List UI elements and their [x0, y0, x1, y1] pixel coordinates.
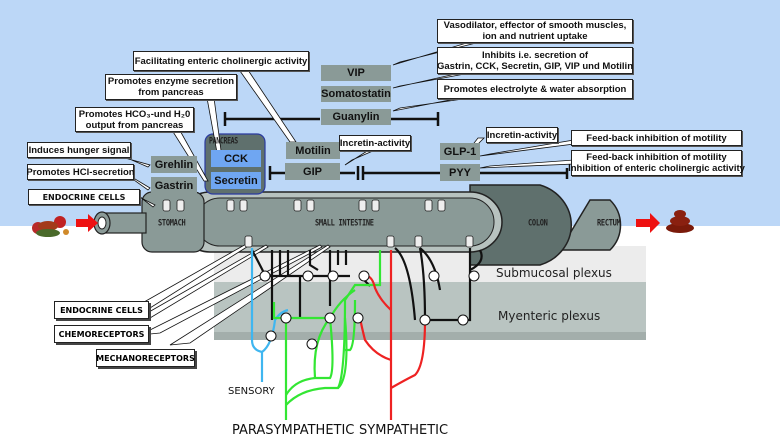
callout-cck-line2: from pancreas	[138, 87, 204, 98]
hormone-gastrin: Gastrin	[151, 177, 197, 194]
myenteric-layer-base	[214, 332, 646, 340]
callout-pyy-b-line1: Feed-back inhibition of motility	[586, 152, 727, 163]
callout-guanylin: Promotes electrolyte & water absorption	[437, 79, 633, 99]
callout-secretin-line2: output from pancreas	[85, 119, 184, 131]
callout-somatostatin: Inhibits i.e. secretion of Gastrin, CCK,…	[437, 47, 633, 74]
myenteric-plexus-label: Myenteric plexus	[498, 309, 601, 323]
food-icon	[32, 216, 69, 237]
submucosal-plexus-label: Submucosal plexus	[496, 266, 612, 280]
parasympathetic-label: PARASYMPATHETIC	[232, 423, 355, 438]
hormone-pyy: PYY	[440, 164, 480, 181]
esophagus-lumen	[97, 216, 107, 230]
callout-pyy-a: Feed-back inhibition of motility	[571, 130, 742, 146]
stomach-label: STOMACH	[158, 217, 186, 229]
callout-vip-line2: ion and nutrient uptake	[482, 31, 588, 42]
callout-cck: Promotes enzyme secretion from pancreas	[105, 74, 237, 100]
label-mechanoreceptors: MECHANORECEPTORS	[96, 349, 195, 367]
callout-glp1: Incretin-activity	[486, 127, 558, 143]
callout-vip: Vasodilator, effector of smooth muscles,…	[437, 19, 633, 43]
rectum-label: RECTUM	[597, 217, 621, 229]
hormone-somatostatin: Somatostatin	[321, 86, 391, 102]
callout-somatostatin-line2: Gastrin, CCK, Secretin, GIP, VIP und Mot…	[436, 60, 634, 72]
hormone-vip: VIP	[321, 65, 391, 81]
sensory-nerve	[250, 248, 264, 382]
sensory-branch	[261, 308, 289, 353]
hormone-glp1: GLP-1	[440, 143, 480, 160]
callout-pyy-b: Feed-back inhibition of motility Inhibit…	[568, 150, 745, 176]
callout-motilin: Facilitating enteric cholinergic activit…	[133, 51, 309, 71]
hormone-cck: CCK	[211, 150, 261, 167]
sympathetic-label: SYMPATHETIC	[359, 423, 449, 438]
callout-grehlin: Induces hunger signal	[27, 142, 131, 158]
hormone-grehlin: Grehlin	[151, 156, 197, 173]
label-endocrine-cells: ENDOCRINE CELLS	[54, 301, 149, 319]
callout-somatostatin-line1: Inhibits i.e. secretion of	[481, 49, 589, 61]
callout-gip: Incretin-activity	[339, 135, 411, 151]
callout-pyy-b-line2: Inhibition of enteric cholinergic activi…	[568, 163, 745, 174]
callout-secretin-line1: Promotes HCO₃-und H₂0	[78, 108, 191, 120]
sensory-label: SENSORY	[228, 386, 275, 397]
label-chemoreceptors: CHEMORECEPTORS	[54, 325, 149, 343]
callout-gastrin: Promotes HCl-secretion	[26, 164, 135, 180]
output-arrow-icon	[636, 213, 660, 233]
rectum-shape	[558, 199, 622, 251]
ganglion-cells	[259, 270, 480, 350]
receptor-pointers	[129, 242, 331, 346]
feces-icon	[666, 210, 694, 233]
hormone-secretin: Secretin	[211, 172, 261, 189]
callout-cck-line1: Promotes enzyme secretion	[107, 76, 235, 87]
input-arrow-icon	[76, 214, 98, 232]
hormone-motilin: Motilin	[286, 142, 340, 159]
myenteric-layer	[214, 282, 646, 332]
callout-endocrine-top: ENDOCRINE CELLS	[28, 189, 140, 205]
hormone-guanylin: Guanylin	[321, 109, 391, 125]
pancreas-label: PANCREAS	[209, 135, 238, 147]
callout-vip-line1: Vasodilator, effector of smooth muscles,	[443, 20, 627, 31]
colon-label: COLON	[528, 217, 548, 229]
hormone-gip: GIP	[285, 163, 340, 180]
enteric-neurons	[251, 247, 483, 322]
endocrine-cells	[162, 199, 474, 248]
callout-secretin: Promotes HCO₃-und H₂0 output from pancre…	[75, 107, 194, 132]
small-intestine-label: SMALL INTESTINE	[315, 217, 374, 229]
